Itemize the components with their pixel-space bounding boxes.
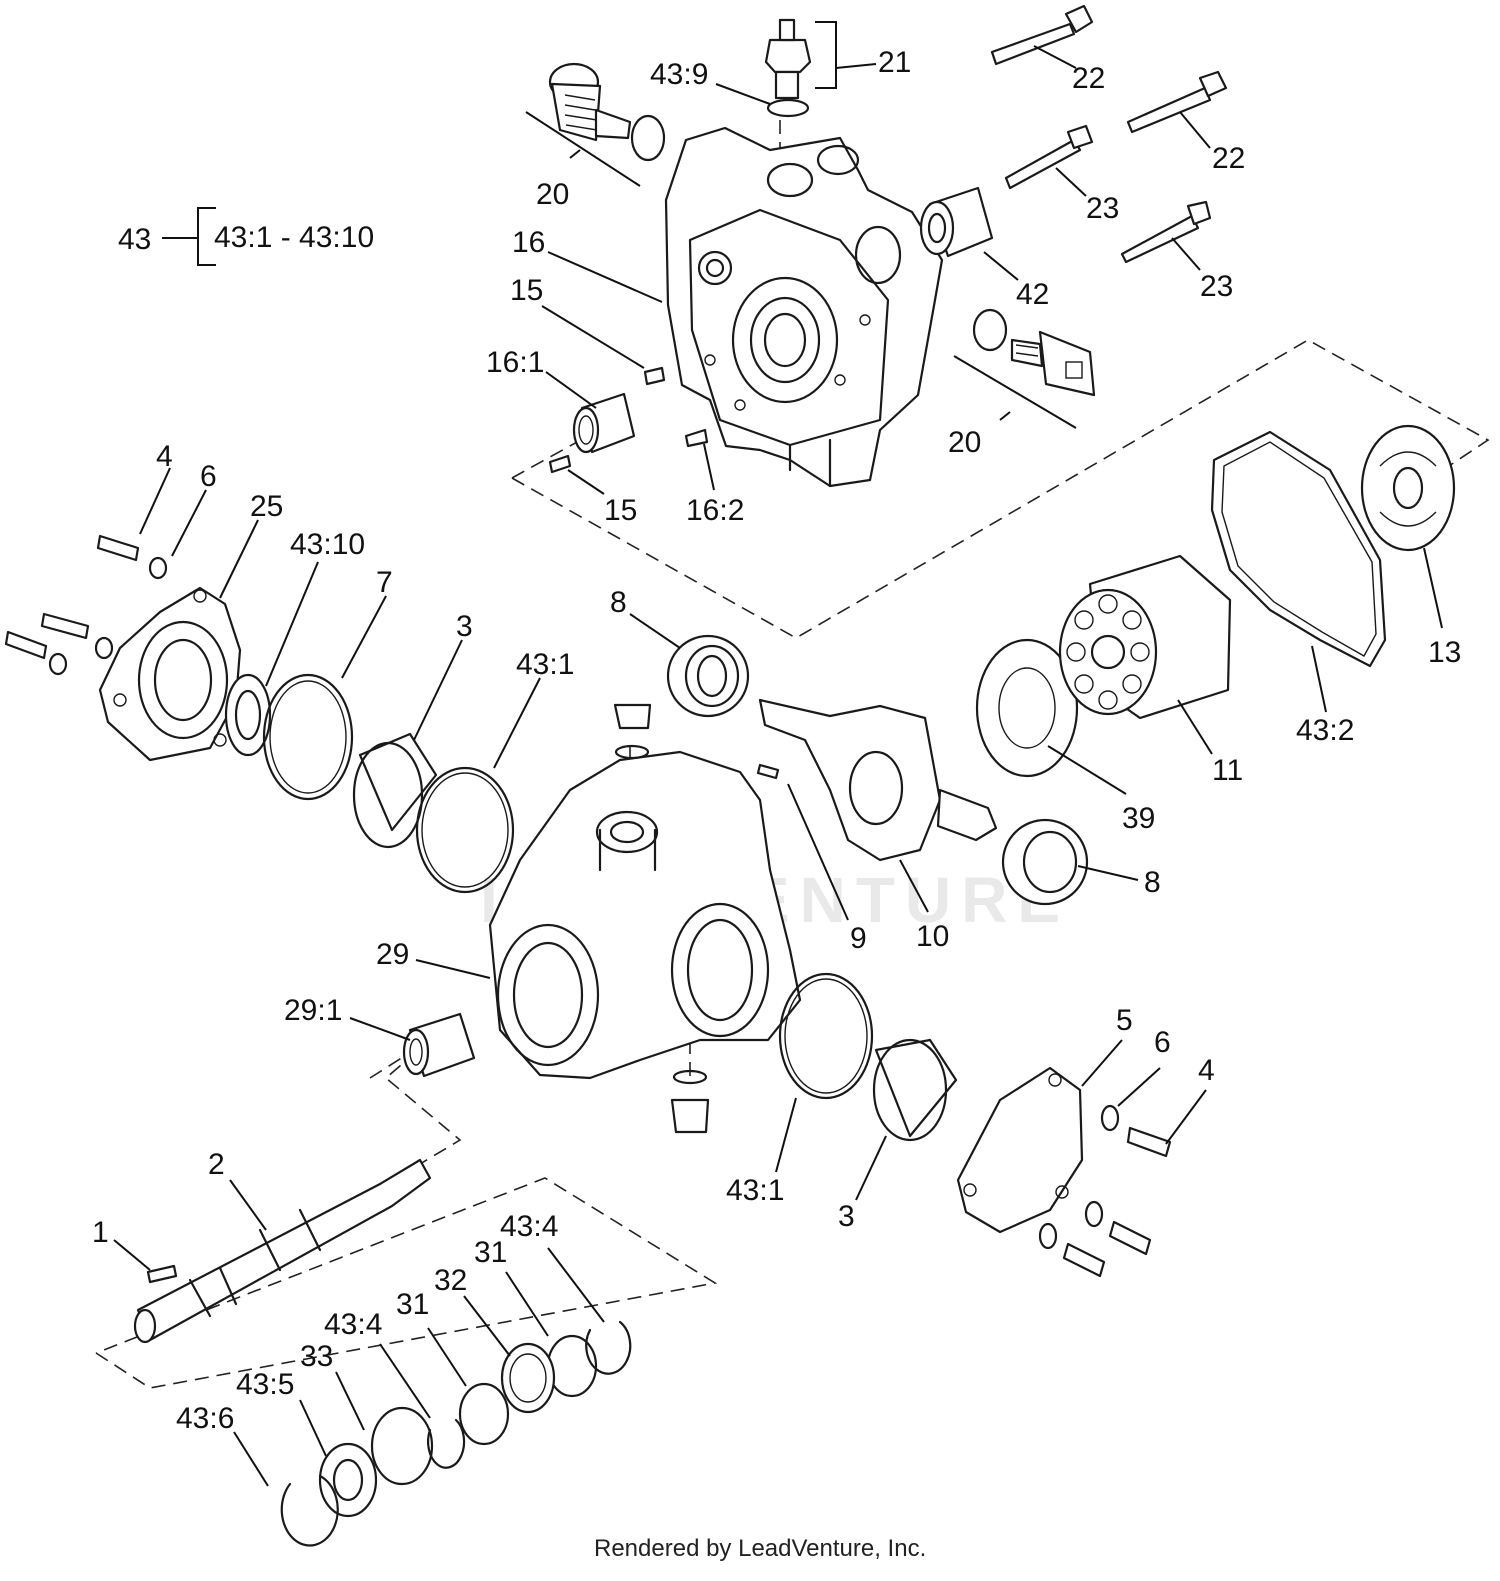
main-housing-29[interactable] <box>488 750 802 1080</box>
callout-31: 31 <box>474 1236 507 1269</box>
seal-43-10[interactable] <box>224 673 272 757</box>
callout-43-9: 43:9 <box>650 58 708 91</box>
callout-16-2: 16:2 <box>686 494 744 527</box>
callout-22: 22 <box>1072 62 1105 95</box>
callout-15: 15 <box>604 494 637 527</box>
bolts-4-right[interactable] <box>1038 1104 1172 1278</box>
key-9[interactable] <box>756 763 780 780</box>
callout-2: 2 <box>208 1148 225 1181</box>
o-ring-43-1-right[interactable] <box>778 972 874 1100</box>
callout-1: 1 <box>92 1216 109 1249</box>
valve-plate-13[interactable] <box>1360 424 1456 552</box>
cylinder-block-11[interactable] <box>1058 554 1232 720</box>
race-3-right[interactable] <box>872 1038 958 1142</box>
callout-3: 3 <box>838 1200 855 1233</box>
cover-5[interactable] <box>956 1066 1084 1234</box>
bearing-29-1[interactable] <box>402 1012 476 1078</box>
callout-labels: 21 43:9 22 22 23 23 20 20 16 15 15 16:1 … <box>92 46 1461 1435</box>
plugs-29[interactable] <box>613 703 710 1134</box>
swashplate-10[interactable] <box>758 698 998 862</box>
sensor-21[interactable] <box>764 18 812 118</box>
callout-43-1: 43:1 <box>516 648 574 681</box>
callout-43-4: 43:4 <box>324 1308 382 1341</box>
callout-16: 16 <box>512 226 545 259</box>
callout-7: 7 <box>376 566 393 599</box>
callout-25: 25 <box>250 490 283 523</box>
race-3-left[interactable] <box>352 732 438 849</box>
o-ring-43-1-left[interactable] <box>415 766 515 894</box>
callout-43-6: 43:6 <box>176 1402 234 1435</box>
callout-22: 22 <box>1212 142 1245 175</box>
callout-5: 5 <box>1116 1004 1133 1037</box>
callout-8: 8 <box>610 586 627 619</box>
callout-31: 31 <box>396 1288 429 1321</box>
coupler-42[interactable] <box>919 186 994 258</box>
gasket-7[interactable] <box>262 673 354 801</box>
shaft-2[interactable] <box>133 1158 432 1344</box>
callout-15: 15 <box>510 274 543 307</box>
callout-32: 32 <box>434 1264 467 1297</box>
callout-33: 33 <box>300 1340 333 1373</box>
callout-43-2: 43:2 <box>1296 714 1354 747</box>
gasket-43-2[interactable] <box>1210 430 1387 668</box>
upper-housing-16[interactable] <box>664 126 944 488</box>
callout-8: 8 <box>1144 866 1161 899</box>
callout-3: 3 <box>456 610 473 643</box>
kit-43-bracket: 43 43:1 - 43:10 <box>118 207 374 266</box>
callout-16-1: 16:1 <box>486 346 544 379</box>
callout-4: 4 <box>156 440 173 473</box>
bearing-8-lower[interactable] <box>1001 818 1089 906</box>
callout-6: 6 <box>1154 1026 1171 1059</box>
bolts-4-left[interactable] <box>4 534 168 676</box>
callout-23: 23 <box>1200 270 1233 303</box>
callout-9: 9 <box>850 922 867 955</box>
callout-23: 23 <box>1086 192 1119 225</box>
callout-4: 4 <box>1198 1054 1215 1087</box>
leader-lines <box>113 45 1443 1487</box>
thrust-plate-39[interactable] <box>975 638 1079 778</box>
footer-credit: Rendered by LeadVenture, Inc. <box>594 1535 926 1562</box>
callout-10: 10 <box>916 920 949 953</box>
snap-rings-and-washers[interactable] <box>280 1320 632 1547</box>
callout-39: 39 <box>1122 802 1155 835</box>
callout-43-4: 43:4 <box>500 1210 558 1243</box>
callout-21: 21 <box>878 46 911 79</box>
callout-13: 13 <box>1428 636 1461 669</box>
callout-43-5: 43:5 <box>236 1368 294 1401</box>
relief-valve-20-upper[interactable] <box>548 62 666 162</box>
callout-29-1: 29:1 <box>284 994 342 1027</box>
callout-42: 42 <box>1016 278 1049 311</box>
relief-valve-20-lower[interactable] <box>972 308 1096 397</box>
callout-29: 29 <box>376 938 409 971</box>
callout-20: 20 <box>536 178 569 211</box>
kit-range: 43:1 - 43:10 <box>214 221 374 254</box>
kit-number: 43 <box>118 223 151 256</box>
bearing-8-upper[interactable] <box>666 634 750 718</box>
callout-43-1: 43:1 <box>726 1174 784 1207</box>
bolts-22-23[interactable] <box>990 4 1228 264</box>
callout-43-10: 43:10 <box>290 528 365 561</box>
bracket-21 <box>815 21 837 89</box>
callout-6: 6 <box>200 460 217 493</box>
flange-25[interactable] <box>98 586 242 762</box>
callout-20: 20 <box>948 426 981 459</box>
callout-11: 11 <box>1212 754 1243 787</box>
